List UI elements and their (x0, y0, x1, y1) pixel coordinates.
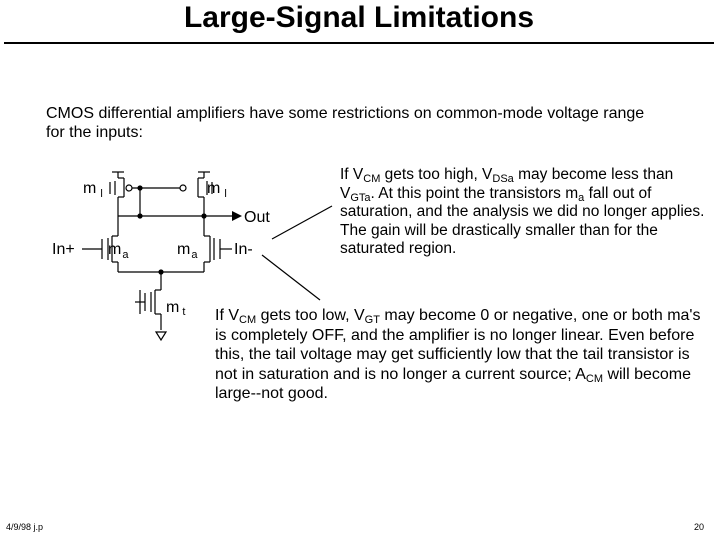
page-number: 20 (693, 522, 704, 532)
footer-date: 4/9/98 j.p (6, 522, 44, 532)
diff-left-label: ma (108, 241, 129, 261)
high-vcm-paragraph: If VCM gets too high, VDSa may become le… (340, 166, 705, 257)
in-plus-label: In+ (52, 241, 75, 258)
page-title: Large-Signal Limitations (183, 1, 535, 34)
diff-right-label: ma (177, 241, 198, 261)
low-vcm-paragraph: If VCM gets too low, VGT may become 0 or… (215, 307, 701, 402)
intro-text: CMOS differential amplifiers have some r… (46, 105, 645, 141)
title-rule (4, 42, 714, 44)
out-label: Out (244, 209, 270, 226)
in-minus-label: In- (234, 241, 253, 258)
